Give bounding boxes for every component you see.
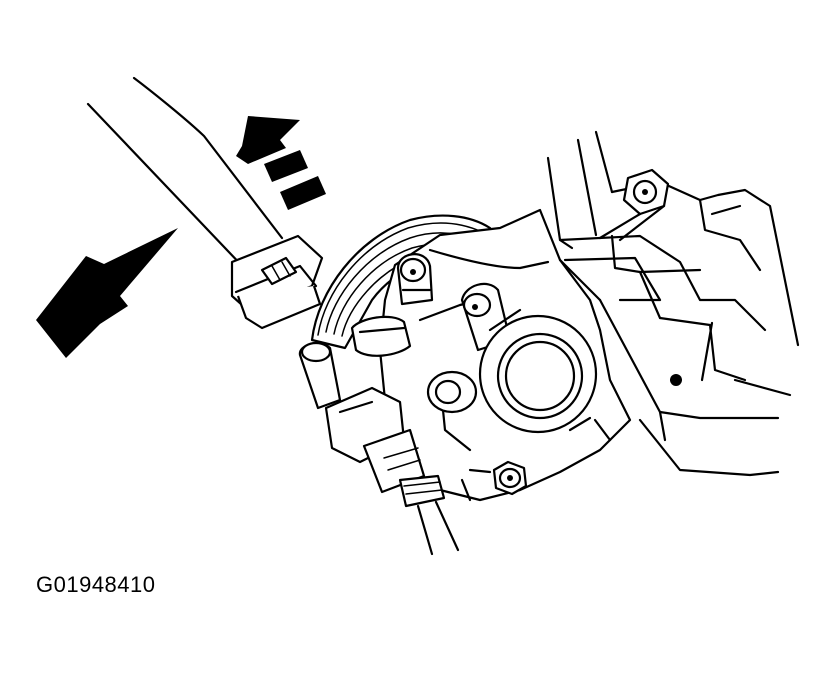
pressure-hose-fitting bbox=[298, 341, 426, 494]
pressure-line bbox=[398, 474, 460, 556]
upward-arrow-icon bbox=[236, 116, 300, 164]
large-arrow-icon bbox=[36, 228, 178, 358]
upper-mounting-bolt bbox=[598, 168, 670, 242]
removal-tool bbox=[86, 76, 324, 330]
reservoir-hose-fitting bbox=[350, 315, 412, 357]
arrow-dash-upper-icon bbox=[264, 150, 308, 182]
shaft-bore bbox=[478, 308, 598, 434]
direction-arrows bbox=[36, 116, 326, 358]
upper-pump-bolt bbox=[396, 253, 434, 306]
arrow-dash-lower-icon bbox=[280, 176, 326, 210]
lower-pump-bolt bbox=[460, 460, 528, 502]
figure-caption: G01948410 bbox=[36, 572, 156, 597]
side-bolt-boss bbox=[426, 370, 478, 414]
